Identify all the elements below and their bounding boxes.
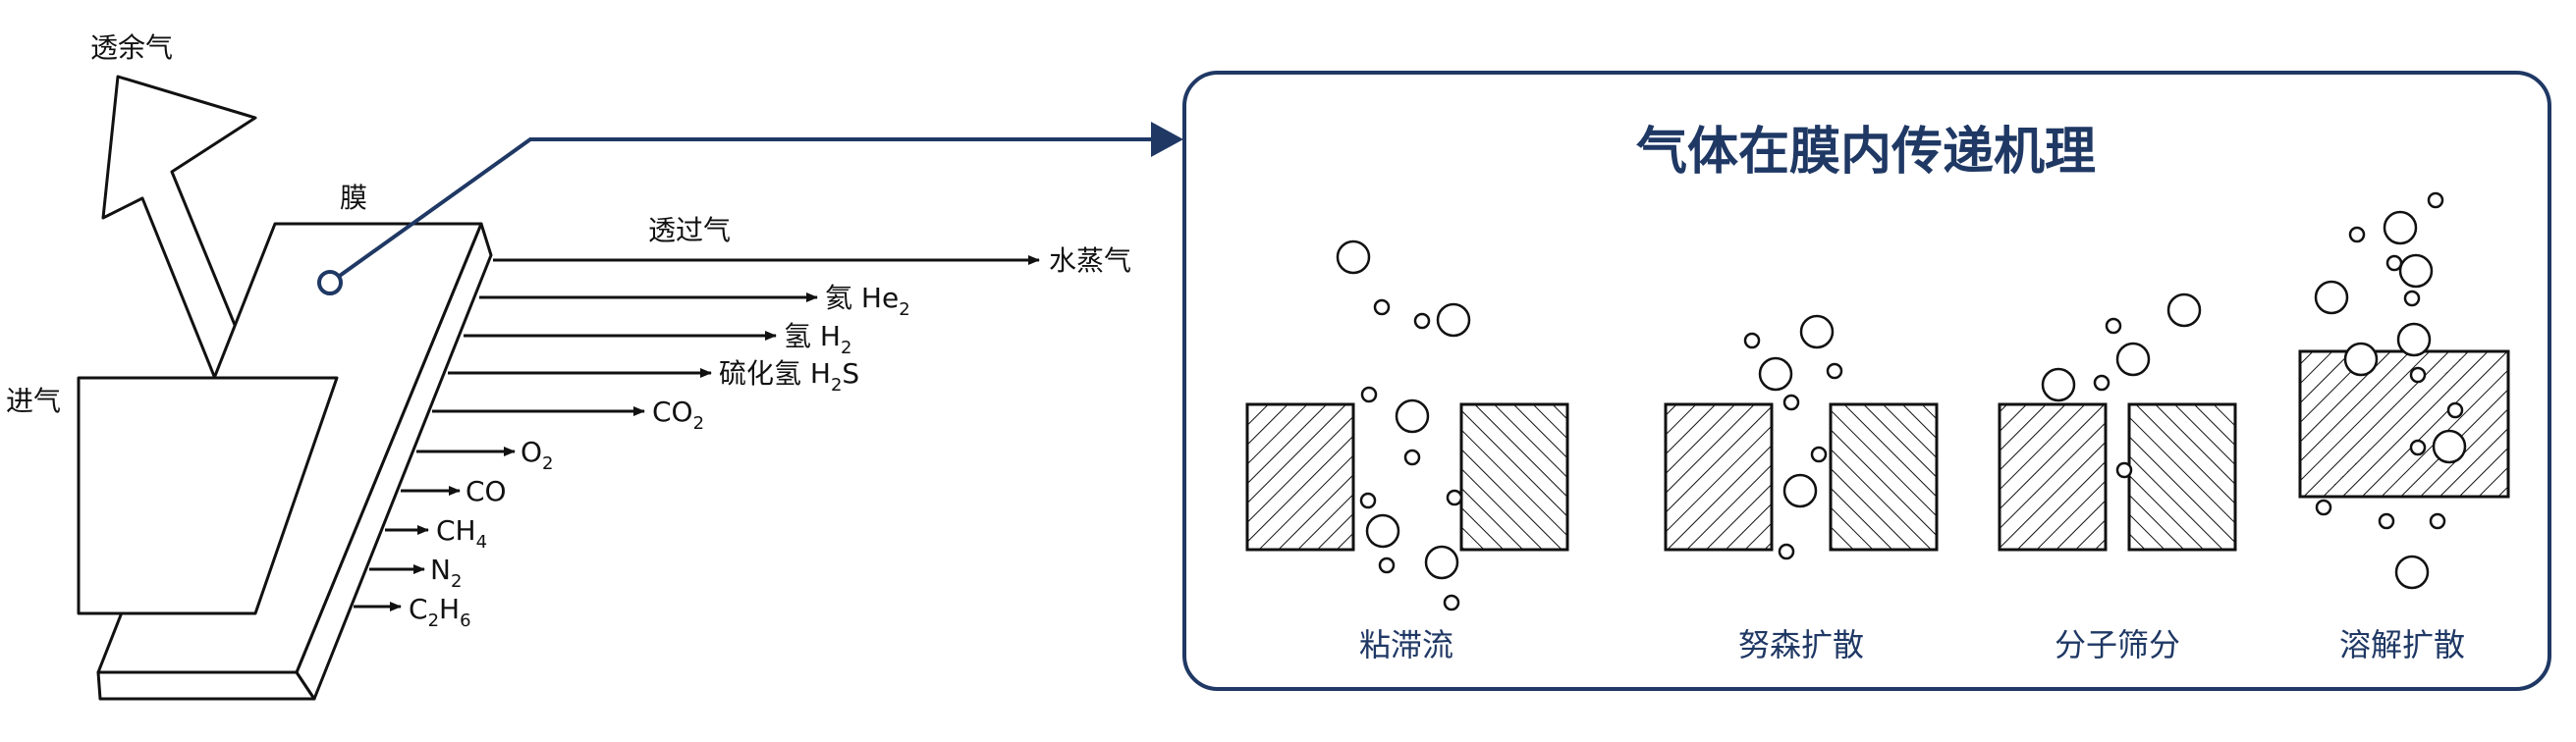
mechanism-viscous-flow: 粘滞流: [1245, 239, 1569, 663]
mechanism-panel: 气体在膜内传递机理 粘滞流: [1182, 71, 2551, 691]
gas-label-carbon-monoxide: CO: [466, 475, 507, 507]
gas-label-hydrogen: 氢 H2: [784, 320, 851, 358]
gas-label-ethane: C2H6: [409, 593, 471, 631]
gas-label-helium: 氦 He2: [825, 282, 910, 320]
gas-labels: 水蒸气 氦 He2 氢 H2 硫化氢 H2S CO2 O2 CO CH4 N2 …: [409, 244, 1131, 631]
caption-molecular-sieving: 分子筛分: [2055, 626, 2180, 663]
retentate-label: 透余气: [90, 31, 173, 64]
caption-knudsen-diffusion: 努森扩散: [1738, 626, 1864, 663]
gas-lines: [354, 255, 1040, 611]
callout-arrowhead: [1151, 122, 1183, 157]
mechanism-molecular-sieving: 分子筛分: [1998, 292, 2237, 663]
panel-title: 气体在膜内传递机理: [1636, 123, 2096, 182]
caption-solution-diffusion: 溶解扩散: [2339, 626, 2465, 663]
gas-label-methane: CH4: [436, 514, 487, 553]
caption-viscous-flow: 粘滞流: [1359, 626, 1453, 663]
gas-label-oxygen: O2: [521, 436, 554, 474]
gas-label-hydrogen-sulfide: 硫化氢 H2S: [719, 357, 859, 396]
membrane-module: 透余气 膜 透过气 进气: [6, 31, 1183, 701]
gas-label-nitrogen: N2: [430, 554, 462, 592]
mechanism-solution-diffusion: 溶解扩散: [2298, 191, 2510, 663]
membrane-label: 膜: [340, 182, 367, 214]
gas-label-carbon-dioxide: CO2: [652, 396, 704, 434]
permeate-label: 透过气: [648, 214, 731, 246]
membrane-marker: [317, 270, 343, 295]
feed-box: [77, 376, 339, 615]
gas-label-water-vapor: 水蒸气: [1049, 244, 1131, 277]
feed-label: 进气: [6, 385, 61, 417]
mechanism-knudsen-diffusion: 努森扩散: [1664, 314, 1939, 663]
callout-line: [328, 137, 1151, 285]
